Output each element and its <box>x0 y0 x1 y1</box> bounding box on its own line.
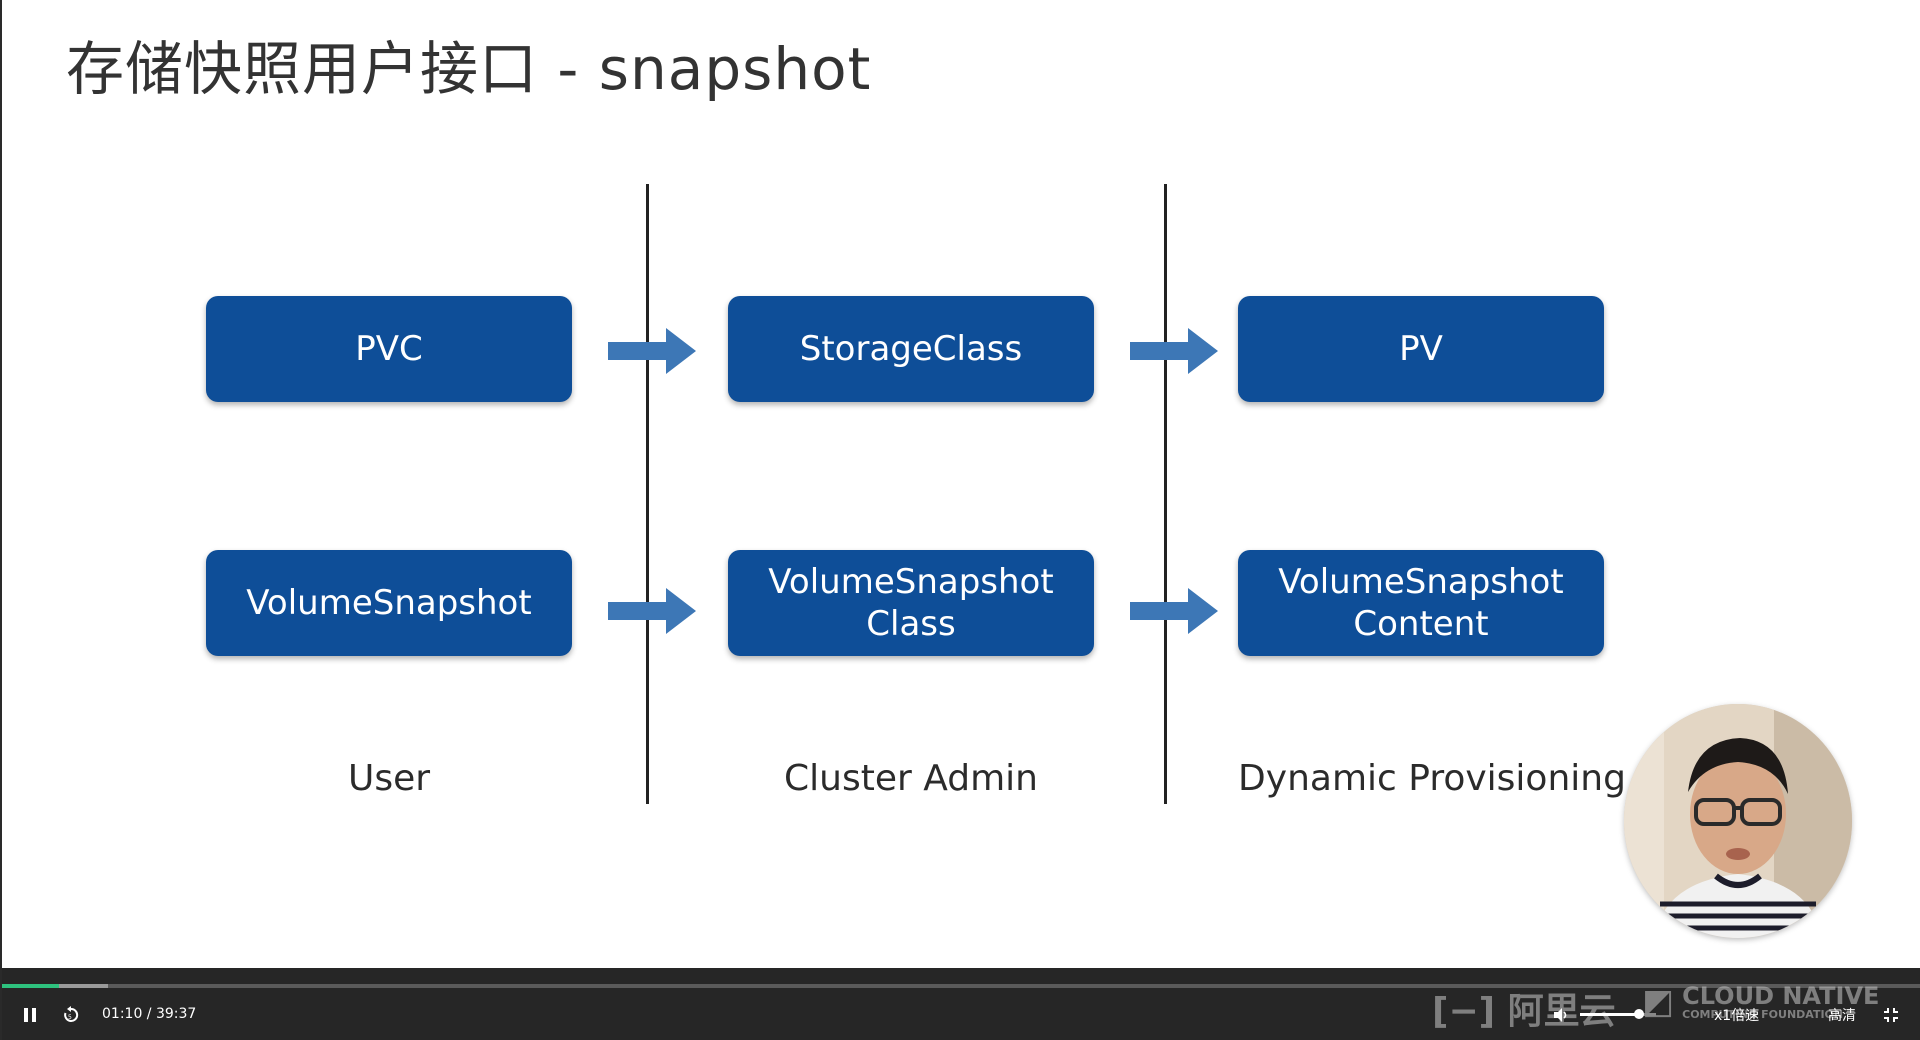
playback-speed-button[interactable]: x1倍速 <box>1714 1008 1760 1024</box>
arrow-right-icon <box>608 328 696 374</box>
aliyun-logo-icon: [−] <box>1432 991 1496 1032</box>
progress-bar[interactable] <box>2 984 1920 988</box>
column-label-user: User <box>347 758 431 799</box>
exit-fullscreen-button[interactable] <box>1880 1004 1902 1026</box>
arrow-right-icon <box>1130 328 1218 374</box>
volumesnapshotcontent-box: VolumeSnapshot Content <box>1238 550 1604 656</box>
presenter-webcam <box>1624 704 1852 938</box>
progress-played <box>2 984 59 988</box>
column-label-cluster-admin: Cluster Admin <box>784 758 1038 799</box>
volume-slider[interactable] <box>1580 1009 1656 1019</box>
divider-user-admin <box>646 184 649 804</box>
volumesnapshot-box: VolumeSnapshot <box>206 550 572 656</box>
svg-text:5: 5 <box>68 1014 72 1021</box>
column-label-dynamic-provisioning: Dynamic Provisioning <box>1238 758 1626 799</box>
cncf-watermark-sub: COMPUTING FOUNDATION <box>1682 1008 1844 1021</box>
pause-icon <box>24 1008 36 1022</box>
slide-title: 存储快照用户接口 - snapshot <box>66 35 872 103</box>
replay-icon: 5 <box>64 1006 79 1022</box>
volumesnapshot-label: VolumeSnapshot <box>246 583 532 623</box>
pv-box: PV <box>1238 296 1604 402</box>
volumesnapshotclass-box: VolumeSnapshot Class <box>728 550 1094 656</box>
volume-icon <box>1554 1008 1567 1022</box>
pvc-label: PVC <box>355 329 423 369</box>
volume-slider-knob[interactable] <box>1634 1009 1645 1019</box>
volume-slider-fill <box>1580 1013 1640 1016</box>
cncf-watermark: ◩ CLOUD NATIVE COMPUTING FOUNDATION <box>1642 982 1879 1022</box>
volume-button[interactable] <box>1550 1004 1572 1026</box>
aliyun-watermark: [−] 阿里云 <box>1432 982 1616 1034</box>
presenter-image <box>1624 704 1852 938</box>
arrow-right-icon <box>1130 588 1218 634</box>
arrow-right-icon <box>608 588 696 634</box>
pause-button[interactable] <box>20 1004 40 1026</box>
player-control-bar <box>2 968 1920 1040</box>
cncf-watermark-main: CLOUD NATIVE <box>1682 982 1880 1010</box>
replay-button[interactable]: 5 <box>60 1004 82 1026</box>
storageclass-box: StorageClass <box>728 296 1094 402</box>
time-display: 01:10 / 39:37 <box>102 1006 197 1022</box>
pv-label: PV <box>1399 329 1443 369</box>
cncf-logo-icon: ◩ <box>1642 982 1675 1022</box>
volumesnapshotclass-label-line1: VolumeSnapshot <box>768 562 1054 602</box>
exit-fullscreen-icon <box>1884 1008 1898 1022</box>
storageclass-label: StorageClass <box>799 329 1023 369</box>
volumesnapshotcontent-label-line1: VolumeSnapshot <box>1278 562 1564 602</box>
volumesnapshotclass-label-line2: Class <box>866 604 956 644</box>
quality-button[interactable]: 高清 <box>1828 1008 1856 1024</box>
pvc-box: PVC <box>206 296 572 402</box>
volumesnapshotcontent-label-line2: Content <box>1353 604 1489 644</box>
divider-admin-provisioning <box>1164 184 1167 804</box>
